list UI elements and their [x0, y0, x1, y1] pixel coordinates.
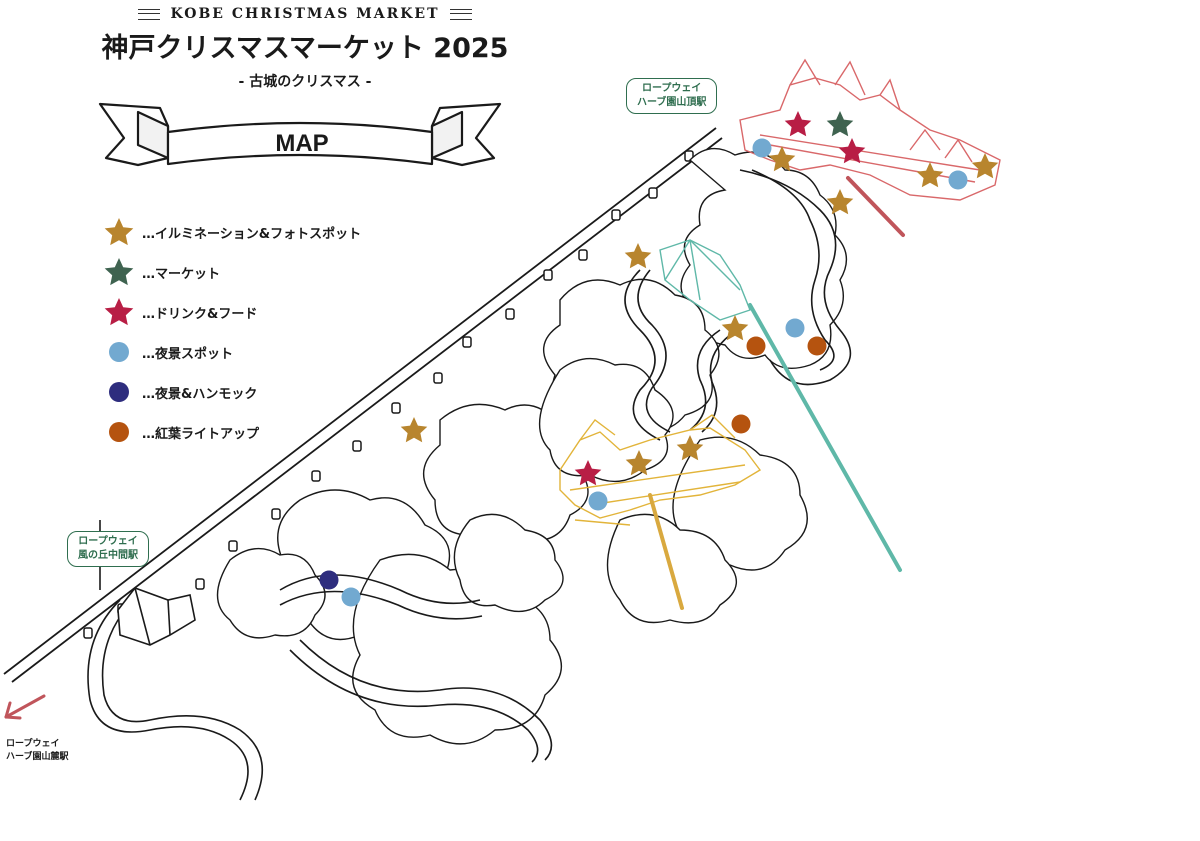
middle-station-building — [117, 587, 196, 646]
gondola-icon — [433, 372, 443, 384]
gondola-icon — [391, 402, 401, 414]
legend-item: …ドリンク&フード — [102, 292, 361, 332]
walking-paths — [87, 169, 852, 801]
gondola-icon — [611, 209, 621, 221]
legend-label: …ドリンク&フード — [142, 306, 258, 322]
subtitle: - 古城のクリスマス - — [238, 74, 372, 90]
gondola-icon — [311, 470, 321, 482]
arrow-to-base-station — [4, 694, 46, 720]
gondola-icon — [578, 249, 588, 261]
map-header: KOBE CHRISTMAS MARKET 神戸クリスマスマーケット 2025 … — [100, 6, 510, 91]
gondola-icon — [228, 540, 238, 552]
legend-item: …夜景&ハンモック — [102, 372, 361, 412]
gondola-icon — [505, 308, 515, 320]
teal-pointer-line — [748, 303, 902, 572]
circle-marker-icon — [785, 318, 805, 338]
star-marker-icon — [971, 153, 999, 179]
legend-item: …イルミネーション&フォトスポット — [102, 212, 361, 252]
ropeway-line — [3, 127, 723, 683]
legend-label: …紅葉ライトアップ — [142, 426, 260, 442]
circle-marker-icon — [588, 491, 608, 511]
star-marker-icon — [624, 243, 652, 269]
summit-castle — [739, 58, 1001, 201]
star-marker-icon — [838, 138, 866, 164]
middle-station-line2: 風の丘中間駅 — [78, 550, 138, 561]
star-marker-icon — [676, 435, 704, 461]
star-icon — [102, 295, 136, 329]
circle-marker-icon — [807, 336, 827, 356]
gondola-icon — [462, 336, 472, 348]
base-station-line2: ハーブ園山麓駅 — [6, 752, 69, 762]
circle-icon — [102, 335, 136, 369]
legend-item: …マーケット — [102, 252, 361, 292]
circle-icon — [102, 415, 136, 449]
yellow-castle-zone — [559, 414, 762, 526]
gondola-icon — [352, 440, 362, 452]
teal-zone — [659, 239, 751, 321]
star-marker-icon — [826, 111, 854, 137]
star-marker-icon — [721, 315, 749, 341]
summit-station-line1: ロープウェイ — [642, 83, 702, 94]
banner-text: MAP — [275, 130, 328, 157]
title-deco-left — [138, 8, 161, 20]
gondola-icon — [195, 578, 205, 590]
legend-label: …イルミネーション&フォトスポット — [142, 226, 362, 242]
legend-label: …夜景スポット — [142, 346, 234, 362]
star-marker-icon — [916, 162, 944, 188]
base-station-label: ロープウェイ ハーブ園山麓駅 — [6, 738, 68, 764]
base-station-line1: ロープウェイ — [6, 739, 60, 749]
map-markers — [319, 111, 999, 607]
gondola-icon — [83, 627, 93, 639]
circle-marker-icon — [752, 138, 772, 158]
circle-marker-icon — [731, 414, 751, 434]
star-icon — [102, 255, 136, 289]
middle-station-line1: ロープウェイ — [78, 536, 138, 547]
circle-marker-icon — [948, 170, 968, 190]
legend-item: …夜景スポット — [102, 332, 361, 372]
star-marker-icon — [784, 111, 812, 137]
middle-station-label: ロープウェイ 風の丘中間駅 — [67, 531, 149, 567]
legend-label: …マーケット — [142, 266, 221, 282]
circle-marker-icon — [746, 336, 766, 356]
summit-station-label: ロープウェイ ハーブ園山頂駅 — [626, 78, 718, 114]
star-marker-icon — [826, 189, 854, 215]
english-title-row: KOBE CHRISTMAS MARKET — [100, 6, 510, 22]
circle-marker-icon — [319, 570, 339, 590]
circle-marker-icon — [341, 587, 361, 607]
star-marker-icon — [768, 146, 796, 172]
gondola-icon — [648, 187, 658, 199]
japanese-title: 神戸クリスマスマーケット 2025 — [101, 33, 509, 64]
star-marker-icon — [400, 417, 428, 443]
star-icon — [102, 215, 136, 249]
star-marker-icon — [574, 460, 602, 486]
title-deco-right — [449, 8, 472, 20]
english-title: KOBE CHRISTMAS MARKET — [170, 6, 440, 22]
legend-item: …紅葉ライトアップ — [102, 412, 361, 452]
circle-icon — [102, 375, 136, 409]
gondola-icon — [271, 508, 281, 520]
ribbon-banner — [98, 102, 502, 167]
star-marker-icon — [625, 450, 653, 476]
red-pointer-line — [846, 176, 905, 237]
summit-station-line2: ハーブ園山頂駅 — [637, 97, 707, 108]
gondola-icon — [543, 269, 553, 281]
legend: …イルミネーション&フォトスポット …マーケット …ドリンク&フード …夜景スポット …… — [102, 212, 361, 452]
legend-label: …夜景&ハンモック — [142, 386, 258, 402]
yellow-pointer-line — [648, 493, 684, 610]
